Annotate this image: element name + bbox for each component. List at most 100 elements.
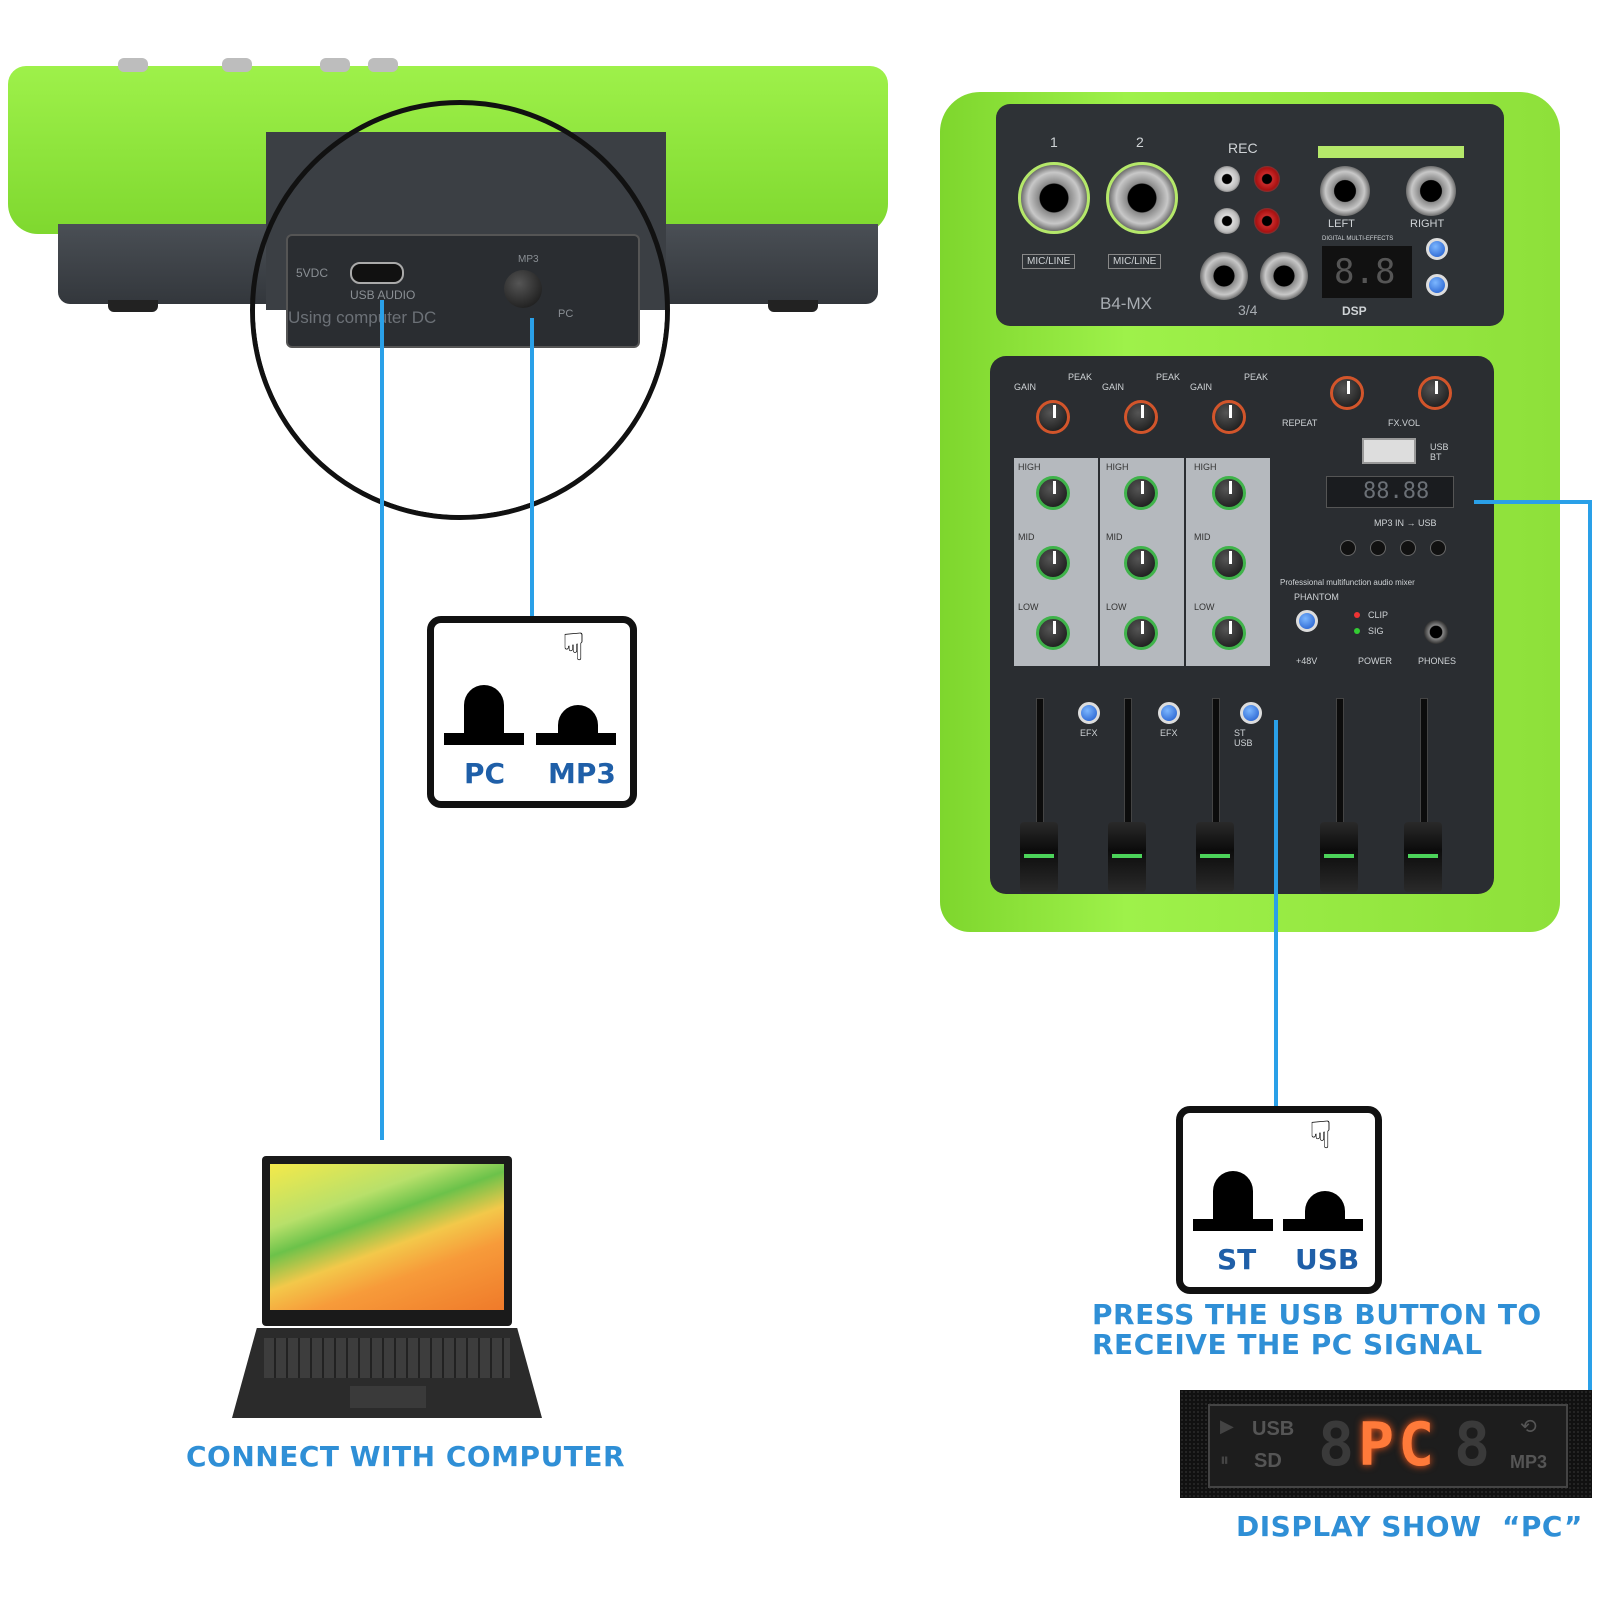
lcd-repeat-icon: ⟲ — [1520, 1416, 1537, 1438]
main-out-right-jack[interactable] — [1406, 166, 1456, 216]
lcd-value: PC — [1358, 1410, 1439, 1480]
pc-base-bar — [444, 733, 524, 745]
st-base-bar — [1193, 1219, 1273, 1231]
xlr-combo-2[interactable] — [1106, 162, 1178, 234]
efx-button-1[interactable] — [1078, 702, 1100, 724]
port-plate: 5VDC USB AUDIO Using computer DC MP3 PC — [286, 234, 640, 348]
display-show-caption: DISPLAY SHOW “PC” — [1236, 1510, 1583, 1543]
peak-label: PEAK — [1156, 372, 1181, 382]
dc-label: 5VDC — [296, 266, 329, 280]
fader-4[interactable] — [1320, 822, 1358, 892]
xlr-combo-1[interactable] — [1018, 162, 1090, 234]
lcd-closeup: ▶ ⏸ USB SD 8 PC 8 ⟲ MP3 — [1180, 1390, 1592, 1498]
lcd-mp3-label: MP3 — [1510, 1452, 1548, 1472]
mid-knob-3[interactable] — [1212, 546, 1246, 580]
phantom-label: PHANTOM — [1294, 592, 1339, 602]
clip-led — [1354, 612, 1360, 618]
lcd-usb-label: USB — [1252, 1418, 1295, 1440]
lcd-sd-label: SD — [1254, 1450, 1282, 1472]
aux-rca-left[interactable] — [1214, 208, 1240, 234]
st-usb-button[interactable] — [1240, 702, 1262, 724]
mid-label: MID — [1018, 532, 1035, 542]
high-label: HIGH — [1106, 462, 1129, 472]
right-out-label: RIGHT — [1410, 218, 1445, 230]
ch3-jack[interactable] — [1200, 252, 1248, 300]
low-knob-2[interactable] — [1124, 616, 1158, 650]
phones-label: PHONES — [1418, 656, 1457, 666]
fader-2[interactable] — [1108, 822, 1146, 892]
st-position-icon — [1213, 1171, 1253, 1221]
low-knob-1[interactable] — [1036, 616, 1070, 650]
laptop-screen — [270, 1164, 504, 1310]
low-label: LOW — [1018, 602, 1039, 612]
efx-button-2[interactable] — [1158, 702, 1180, 724]
gain-knob-3[interactable] — [1212, 400, 1246, 434]
rear-foot-left — [108, 300, 158, 312]
main-out-left-jack[interactable] — [1320, 166, 1370, 216]
rec-rca-right[interactable] — [1254, 166, 1280, 192]
transport-btn-4[interactable] — [1430, 540, 1446, 556]
gain-knob-1[interactable] — [1036, 400, 1070, 434]
transport-btn-1[interactable] — [1340, 540, 1356, 556]
effects-display: 8.8 — [1322, 246, 1412, 298]
repeat-label: REPEAT — [1282, 418, 1318, 428]
phantom-button[interactable] — [1296, 610, 1318, 632]
control-surface: GAIN PEAK HIGH MID LOW EFX GAIN PEAK HIG… — [990, 356, 1494, 894]
high-knob-3[interactable] — [1212, 476, 1246, 510]
fxvol-label: FX.VOL — [1388, 418, 1421, 428]
phones-jack[interactable] — [1424, 620, 1448, 644]
fader-3[interactable] — [1196, 822, 1234, 892]
usb-label: USB — [1295, 1243, 1360, 1276]
channel-1-label: 1 — [1050, 134, 1058, 150]
lcd-ghost-digit-left: 8 — [1318, 1410, 1355, 1480]
pc-mp3-switch-knob[interactable] — [504, 270, 542, 308]
transport-btn-3[interactable] — [1400, 540, 1416, 556]
fx-volume-knob[interactable] — [1418, 376, 1452, 410]
transport-btn-2[interactable] — [1370, 540, 1386, 556]
press-caption-line2: RECEIVE THE PC SIGNAL — [1092, 1328, 1483, 1361]
fader-1[interactable] — [1020, 822, 1058, 892]
line-display-to-lcd — [1474, 500, 1592, 1400]
aux-rca-right[interactable] — [1254, 208, 1280, 234]
rec-rca-left[interactable] — [1214, 166, 1240, 192]
connect-caption: CONNECT WITH COMPUTER — [186, 1440, 626, 1473]
gain-label: GAIN — [1014, 382, 1037, 392]
repeat-knob[interactable] — [1330, 376, 1364, 410]
ch4-jack[interactable] — [1260, 252, 1308, 300]
usb-bt-label: USB BT — [1430, 442, 1449, 462]
usb-audio-label: USB AUDIO — [350, 288, 416, 302]
press-caption-line1: PRESS THE USB BUTTON TO — [1092, 1298, 1542, 1331]
model-label: B4-MX — [1100, 294, 1152, 313]
mic-line-label-2: MIC/LINE — [1108, 254, 1162, 269]
high-knob-1[interactable] — [1036, 476, 1070, 510]
low-knob-3[interactable] — [1212, 616, 1246, 650]
gain-knob-2[interactable] — [1124, 400, 1158, 434]
mp3-mini-label: MP3 — [518, 254, 539, 265]
effect-down-button[interactable] — [1426, 274, 1448, 296]
usb-base-bar — [1283, 1219, 1363, 1231]
mid-knob-2[interactable] — [1124, 546, 1158, 580]
channel-strip-2: GAIN PEAK HIGH MID LOW EFX — [1094, 366, 1184, 892]
usb-port[interactable] — [1362, 438, 1416, 464]
top-green-strip — [1318, 146, 1464, 158]
effects-display-digits: 8.8 — [1334, 252, 1396, 292]
gain-label: GAIN — [1190, 382, 1213, 392]
usb-c-port — [350, 262, 404, 284]
fader-5[interactable] — [1404, 822, 1442, 892]
usage-label: Using computer DC — [288, 308, 437, 327]
dsp-label: DSP — [1342, 304, 1367, 318]
efx-label-1: EFX — [1080, 728, 1098, 738]
channel-strip-3: GAIN PEAK HIGH MID LOW ST USB — [1182, 366, 1272, 892]
press-hand-icon: ☟ — [562, 627, 586, 669]
lcd-play-icon: ▶ — [1220, 1416, 1234, 1436]
mid-knob-1[interactable] — [1036, 546, 1070, 580]
sig-led — [1354, 628, 1360, 634]
rear-top-knob-4 — [368, 58, 398, 72]
laptop-trackpad — [350, 1386, 426, 1408]
effect-up-button[interactable] — [1426, 238, 1448, 260]
high-knob-2[interactable] — [1124, 476, 1158, 510]
low-label: LOW — [1194, 602, 1215, 612]
sig-label: SIG — [1368, 626, 1384, 636]
rec-label: REC — [1228, 140, 1258, 156]
